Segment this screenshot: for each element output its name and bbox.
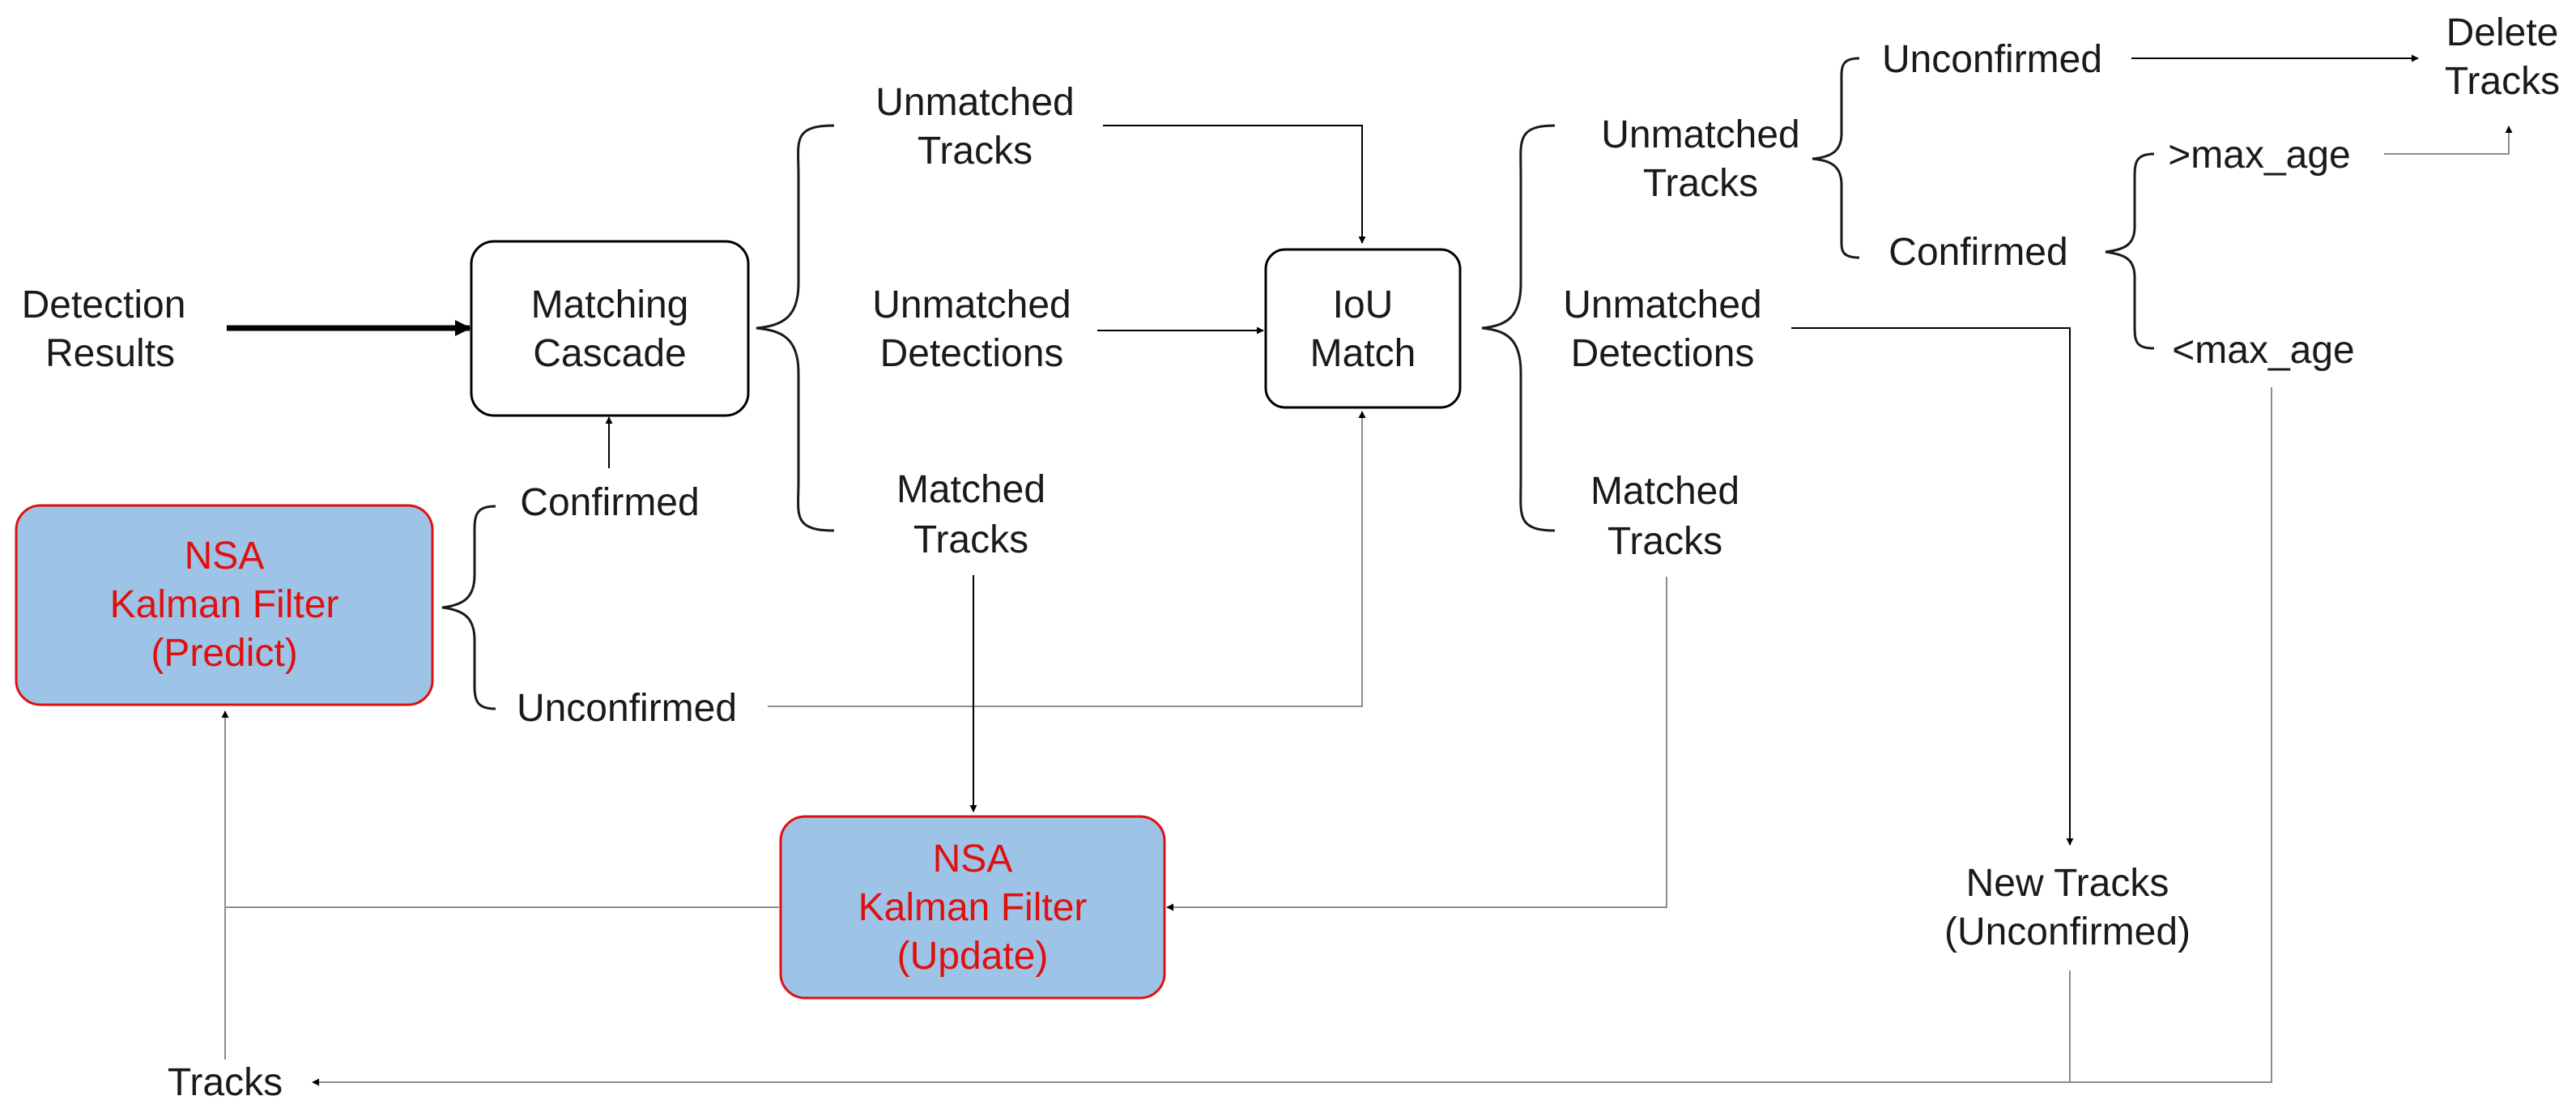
braces xyxy=(441,57,2155,710)
kf-update-line3: (Update) xyxy=(897,935,1049,978)
matching-cascade-box: Matching Cascade xyxy=(470,240,750,417)
detection-results-line1: Detection xyxy=(22,284,186,326)
cascade-matched-tracks-line1: Matched xyxy=(896,468,1045,511)
iou-unmatched-detections-line2: Detections xyxy=(1571,332,1755,375)
confirmed-age-brace xyxy=(2105,152,2155,350)
cascade-unmatched-tracks-line2: Tracks xyxy=(918,130,1033,173)
cascade-unmatched-tracks-line1: Unmatched xyxy=(875,81,1074,124)
cascade-unmatched-detections-line1: Unmatched xyxy=(872,284,1071,326)
new-tracks-line1: New Tracks xyxy=(1966,862,2169,905)
iou-unmatched-tracks-line2: Tracks xyxy=(1643,162,1758,205)
new-tracks-line2: (Unconfirmed) xyxy=(1944,910,2191,953)
iou-unmatched-detections-to-new-tracks-arrow xyxy=(1791,327,2074,846)
kf-update-rect xyxy=(779,815,1166,1000)
state-confirmed-label: Confirmed xyxy=(1888,231,2067,274)
kf-predict-rect xyxy=(15,504,434,706)
kf-predict-box: NSA Kalman Filter (Predict) xyxy=(15,504,434,706)
iou-unmatched-detections-line1: Unmatched xyxy=(1563,284,1761,326)
predict-confirmed-label: Confirmed xyxy=(520,481,699,524)
kf-predict-line3: (Predict) xyxy=(151,632,297,675)
delete-tracks-label: Delete Tracks xyxy=(2445,11,2560,103)
gt-max-age-label: >max_age xyxy=(2168,134,2351,177)
kf-predict-line2: Kalman Filter xyxy=(110,583,339,626)
cascade-matched-tracks-label: Matched Tracks xyxy=(896,468,1045,561)
new-tracks-label: New Tracks (Unconfirmed) xyxy=(1944,862,2191,953)
cascade-matched-tracks-line2: Tracks xyxy=(913,518,1028,561)
update-to-predict-arrow xyxy=(221,710,779,908)
cascade-output-brace xyxy=(756,124,835,532)
delete-tracks-line2: Tracks xyxy=(2445,60,2560,103)
iou-output-brace xyxy=(1481,124,1556,532)
detection-results-label: Detection Results xyxy=(22,284,186,375)
max-age-to-delete-arrow xyxy=(2384,126,2513,155)
iou-matched-tracks-line2: Tracks xyxy=(1607,520,1722,563)
connectors xyxy=(221,54,2513,1086)
detection-results-line2: Results xyxy=(45,332,175,375)
iou-match-box: IoU Match xyxy=(1264,248,1462,409)
unmatched-tracks-state-brace xyxy=(1812,57,1860,259)
iou-match-line2: Match xyxy=(1310,332,1416,375)
matching-cascade-rect xyxy=(470,240,750,417)
lt-max-age-label: <max_age xyxy=(2172,329,2355,372)
cascade-unmatched-detections-label: Unmatched Detections xyxy=(872,284,1071,375)
iou-unmatched-tracks-label: Unmatched Tracks xyxy=(1601,113,1799,205)
matching-cascade-line2: Cascade xyxy=(533,332,686,375)
kf-update-line2: Kalman Filter xyxy=(858,886,1088,929)
delete-tracks-line1: Delete xyxy=(2446,11,2559,54)
unmatched-tracks-to-iou-arrow xyxy=(1103,125,1366,244)
iou-matched-tracks-label: Matched Tracks xyxy=(1590,470,1739,563)
iou-unmatched-detections-label: Unmatched Detections xyxy=(1563,284,1761,375)
iou-matched-tracks-to-update-arrow xyxy=(1166,577,1667,911)
kf-update-box: NSA Kalman Filter (Update) xyxy=(779,815,1166,1000)
cascade-unmatched-detections-line2: Detections xyxy=(880,332,1064,375)
iou-matched-tracks-line1: Matched xyxy=(1590,470,1739,513)
predict-output-brace xyxy=(441,505,496,710)
lt-max-age-down-line xyxy=(2070,387,2272,1083)
predict-unconfirmed-label: Unconfirmed xyxy=(517,687,737,730)
iou-unmatched-tracks-line1: Unmatched xyxy=(1601,113,1799,156)
state-unconfirmed-label: Unconfirmed xyxy=(1882,38,2102,81)
tracks-label: Tracks xyxy=(168,1061,283,1104)
kf-update-line1: NSA xyxy=(933,838,1013,881)
unconfirmed-to-iou-arrow xyxy=(768,411,1366,707)
kf-predict-line1: NSA xyxy=(185,535,265,578)
cascade-unmatched-tracks-label: Unmatched Tracks xyxy=(875,81,1074,173)
iou-match-rect xyxy=(1264,248,1462,409)
iou-match-line1: IoU xyxy=(1333,284,1394,326)
matching-cascade-line1: Matching xyxy=(531,284,689,326)
